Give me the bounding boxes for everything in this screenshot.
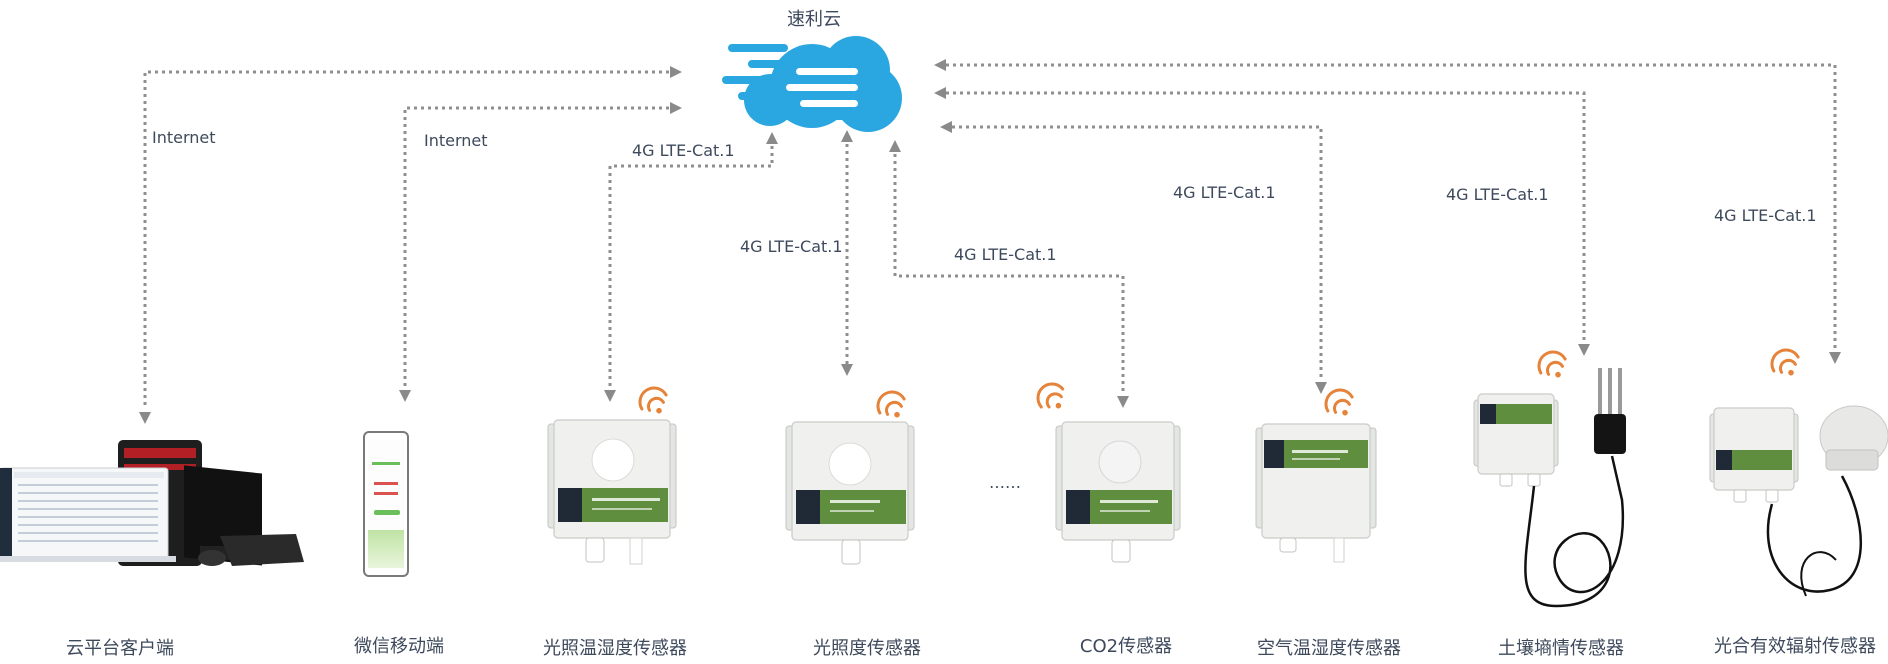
link-label-sensor-3: 4G LTE-Cat.1 (954, 245, 1057, 264)
wifi-signal-icon (1324, 388, 1354, 416)
light-temp-humidity-sensor-icon (547, 419, 677, 565)
device-name-sensor-5: 土壤墒情传感器 (1498, 638, 1624, 659)
arrowhead-sensor-1-device (604, 390, 616, 402)
arrowhead-client-device (139, 412, 151, 424)
wifi-signal-icon (1537, 350, 1567, 378)
light-sensor-icon (785, 421, 915, 565)
link-sensor-5 (946, 91, 1586, 342)
desktop-computer-icon (0, 440, 304, 566)
arrowhead-sensor-4-device (1315, 382, 1327, 394)
smartphone-icon (363, 431, 409, 577)
wifi-signal-icon (1770, 348, 1800, 376)
link-label-mobile: Internet (424, 131, 488, 150)
more-devices-ellipsis: …… (989, 473, 1021, 492)
arrowhead-sensor-3-cloud (889, 140, 901, 152)
arrowhead-sensor-4-cloud (940, 121, 952, 133)
link-label-sensor-6: 4G LTE-Cat.1 (1714, 206, 1817, 225)
link-label-client: Internet (152, 128, 216, 147)
arrowhead-client-cloud (670, 66, 682, 78)
arrowhead-sensor-6-cloud (934, 59, 946, 71)
arrowhead-sensor-2-device (841, 364, 853, 376)
link-mobile (403, 106, 676, 388)
connection-lines (139, 59, 1841, 424)
co2-sensor-icon (1055, 421, 1181, 563)
wifi-signal-icon (638, 386, 668, 414)
cloud-icon (722, 36, 902, 132)
cloud-name: 速利云 (787, 9, 841, 30)
device-name-mobile: 微信移动端 (354, 636, 444, 657)
link-label-sensor-1: 4G LTE-Cat.1 (632, 141, 735, 160)
arrowhead-sensor-6-device (1829, 352, 1841, 364)
device-name-sensor-4: 空气温湿度传感器 (1257, 638, 1401, 659)
arrowhead-sensor-5-device (1578, 344, 1590, 356)
device-name-sensor-6: 光合有效辐射传感器 (1714, 636, 1876, 657)
link-sensor-3 (893, 154, 1125, 394)
device-name-client: 云平台客户端 (66, 638, 174, 659)
link-sensor-1 (608, 146, 774, 388)
wifi-signal-icon (1036, 382, 1065, 409)
arrowhead-sensor-5-cloud (934, 87, 946, 99)
device-name-sensor-1: 光照温湿度传感器 (543, 638, 687, 659)
wifi-signal-icon (876, 390, 906, 418)
device-name-sensor-3: CO2传感器 (1080, 636, 1172, 657)
link-label-sensor-2: 4G LTE-Cat.1 (740, 237, 843, 256)
link-label-sensor-4: 4G LTE-Cat.1 (1173, 183, 1276, 202)
arrowhead-mobile-cloud (670, 102, 682, 114)
air-temp-humidity-sensor-icon (1255, 423, 1377, 563)
arrowhead-sensor-2-cloud (841, 130, 853, 142)
arrowhead-mobile-device (399, 390, 411, 402)
link-label-sensor-5: 4G LTE-Cat.1 (1446, 185, 1549, 204)
device-name-sensor-2: 光照度传感器 (813, 638, 921, 659)
soil-moisture-sensor-icon (1473, 368, 1626, 608)
arrowhead-sensor-3-device (1117, 396, 1129, 408)
arrowhead-sensor-1-cloud (766, 132, 778, 144)
link-client (143, 70, 676, 408)
link-sensor-6 (946, 63, 1837, 350)
par-sensor-icon (1709, 405, 1888, 597)
